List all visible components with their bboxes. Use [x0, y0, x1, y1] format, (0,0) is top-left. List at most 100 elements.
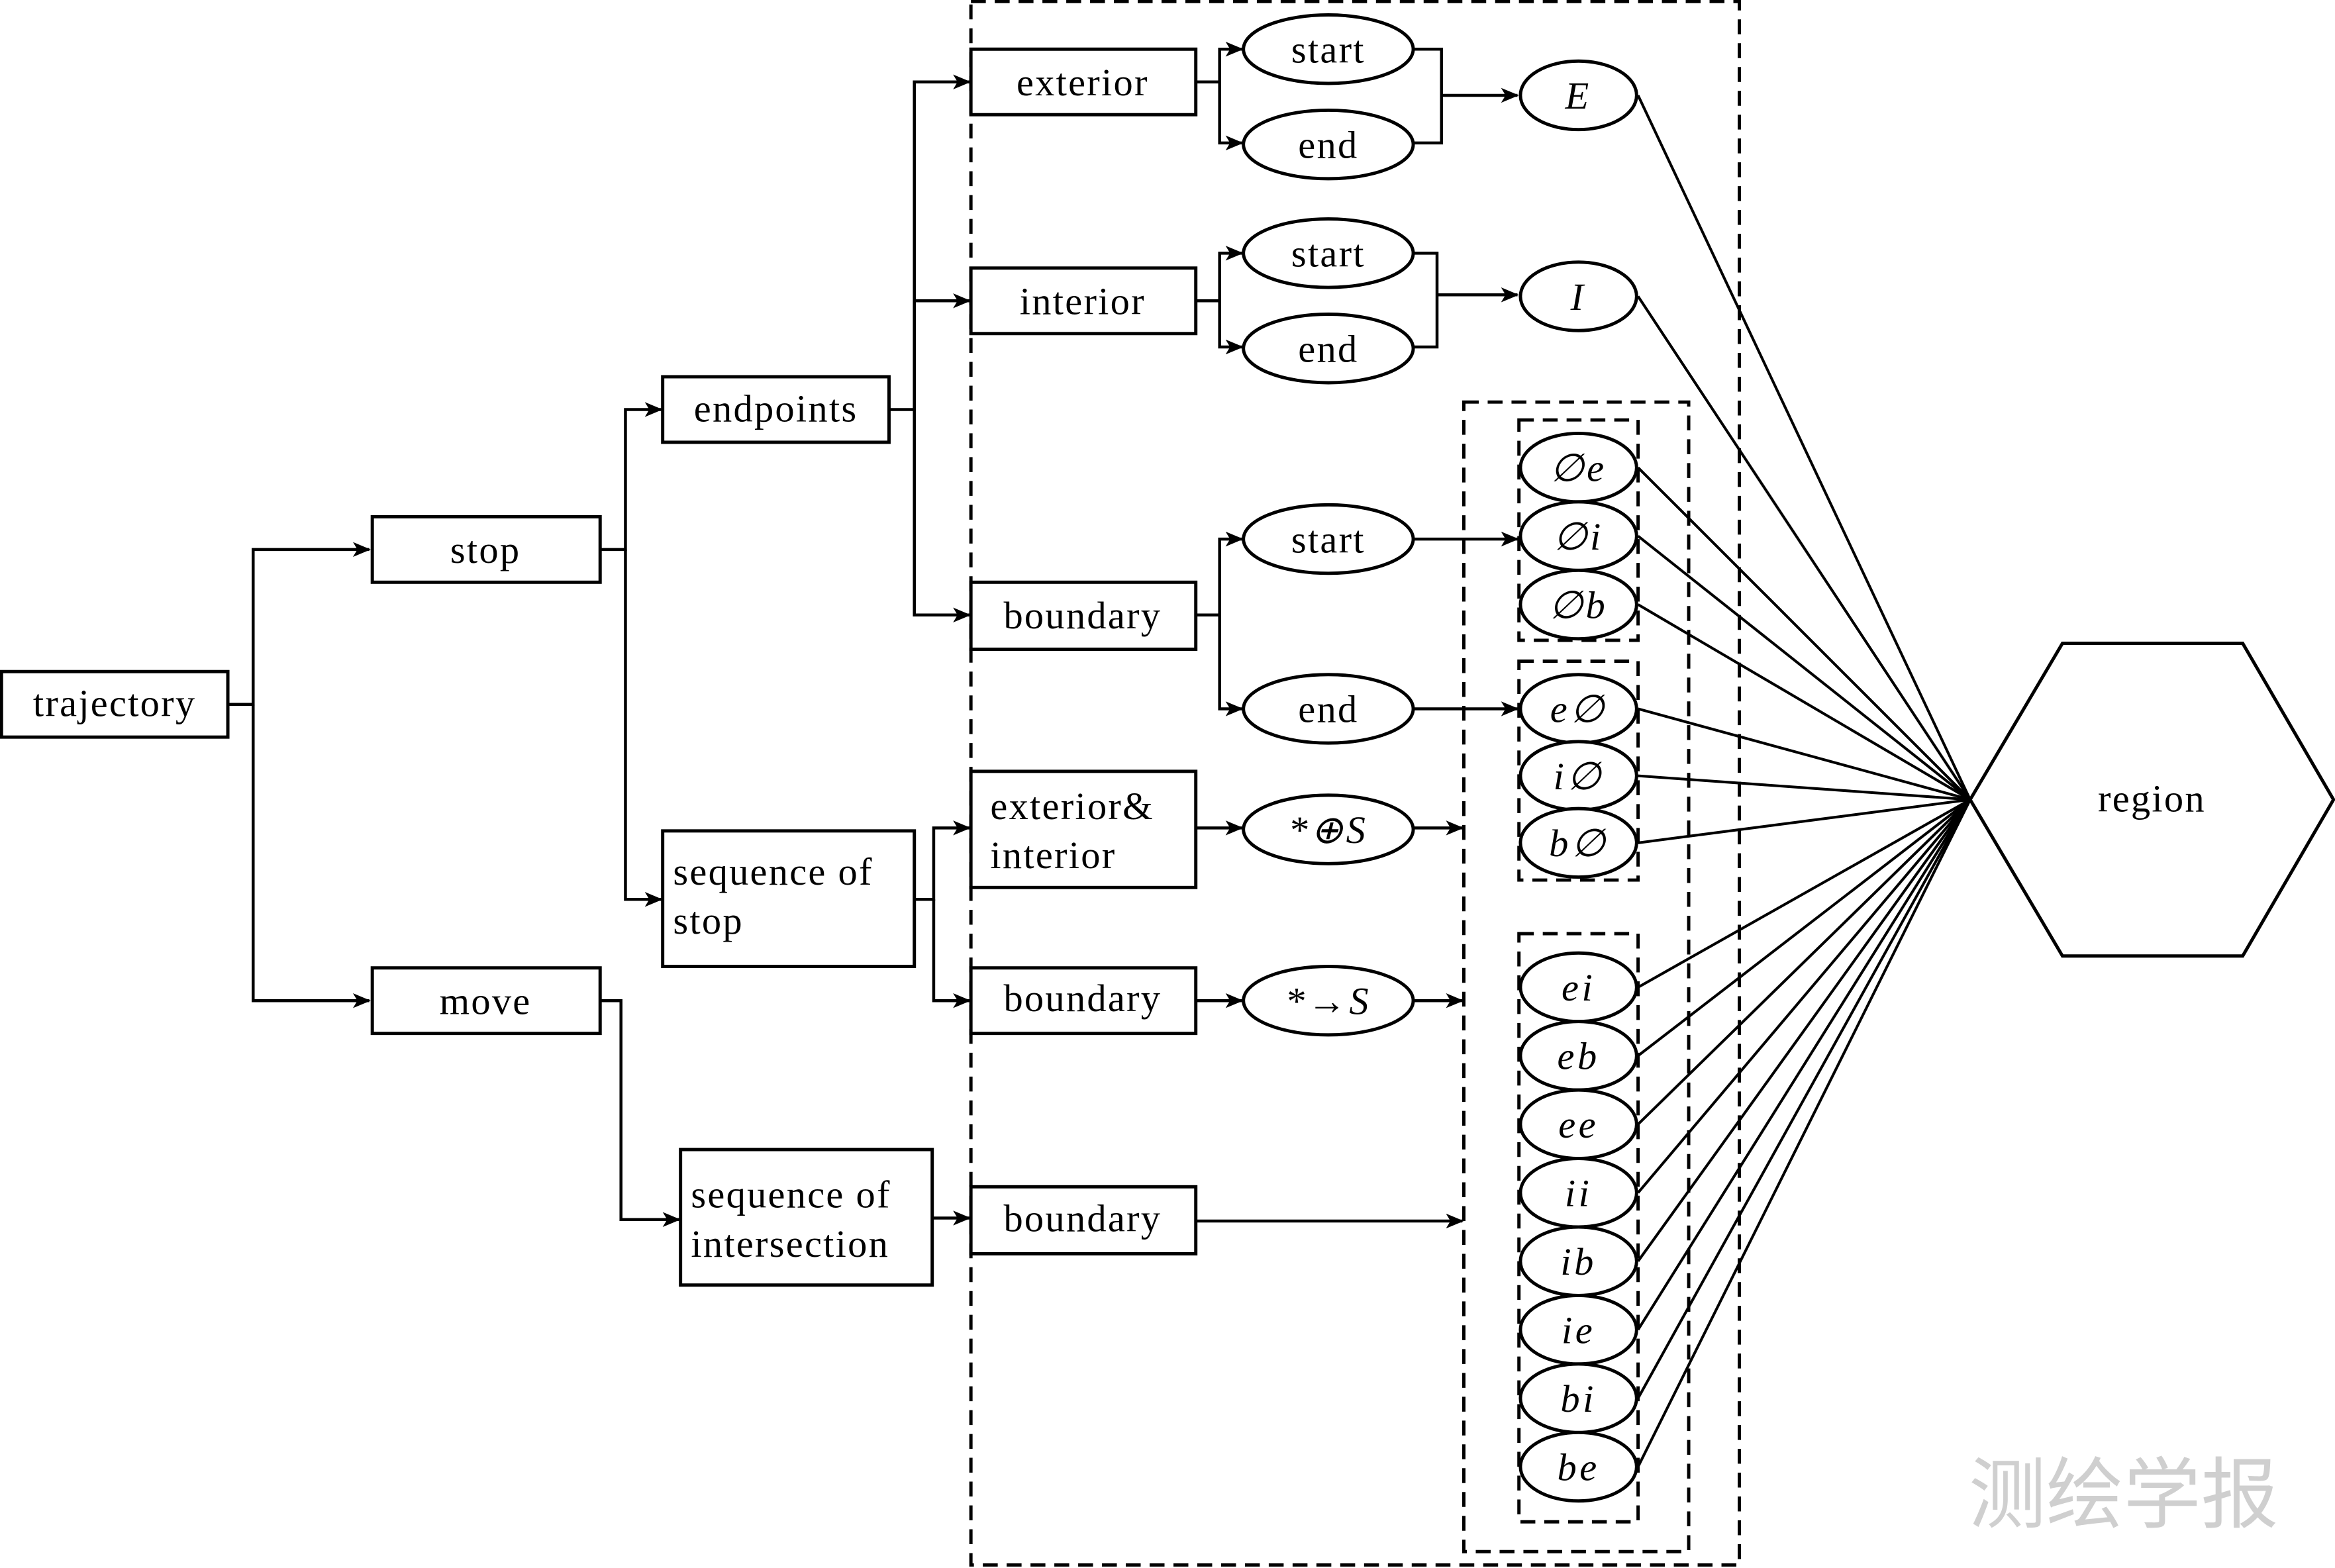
edge-stop-endpoints — [600, 402, 663, 552]
edge-bnd-start — [1195, 531, 1244, 617]
fan-line — [1638, 798, 1971, 844]
label-trajectory: trajectory — [33, 682, 196, 725]
edge-trajectory-stop — [228, 542, 371, 706]
fan-line — [1636, 799, 1971, 1262]
group-seq-container — [1517, 932, 1640, 1524]
node-interior — [969, 266, 1198, 336]
label-interior: interior — [1020, 280, 1146, 323]
watermark: 测绘学报 — [1969, 1449, 2279, 1540]
edge-bnd-end — [1218, 614, 1244, 716]
label-boundary-sos: boundary — [1003, 977, 1162, 1020]
relation-end-2 — [1518, 807, 1638, 879]
label-op-oplus: *⊕S — [1288, 808, 1368, 852]
relation-label: be — [1558, 1446, 1600, 1489]
fan-line — [1638, 707, 1971, 801]
edge-ext-start — [1195, 42, 1244, 83]
node-exterior — [969, 47, 1198, 117]
relation-label: ie — [1562, 1308, 1595, 1351]
label-ext-start: start — [1291, 28, 1366, 71]
fan-line — [1637, 535, 1971, 801]
edge-endpoints-exterior — [889, 74, 971, 411]
fan-line — [1636, 295, 1971, 801]
node-sequence-of-stop — [661, 829, 917, 968]
relation-label: ∅e — [1550, 446, 1607, 489]
fan-line — [1636, 799, 1971, 1399]
edge-move-intersection — [600, 999, 681, 1227]
relation-label: ∅b — [1549, 583, 1608, 626]
relation-label: i∅ — [1554, 755, 1604, 798]
edge-trajectory-move — [252, 704, 371, 1008]
fan-line — [1637, 603, 1971, 801]
node-endpoints — [661, 375, 891, 444]
label-boundary-soi: boundary — [1003, 1197, 1162, 1240]
node-op-oplus — [1242, 793, 1415, 865]
relation-label: b∅ — [1549, 822, 1608, 865]
node-E — [1518, 59, 1638, 132]
fan-line — [1637, 799, 1971, 1194]
label-move: move — [440, 979, 532, 1022]
node-bnd-start — [1242, 503, 1415, 575]
fan-line — [1637, 466, 1971, 801]
node-trajectory — [0, 669, 230, 739]
edge-ext-E — [1413, 48, 1517, 145]
fan-line — [1637, 798, 1971, 989]
fan-lines — [1636, 95, 1971, 1467]
label-endpoints: endpoints — [694, 387, 858, 430]
relation-start-2 — [1518, 568, 1638, 641]
label-sos-line1: sequence of — [673, 850, 873, 893]
label-boundary-endpoints: boundary — [1003, 594, 1162, 637]
relation-label: ee — [1558, 1103, 1599, 1146]
label-exterior: exterior — [1017, 61, 1149, 104]
node-boundary-soi — [969, 1185, 1198, 1255]
node-boundary-endpoints — [969, 580, 1198, 651]
edge-int-end — [1218, 301, 1244, 355]
label-E: E — [1565, 74, 1592, 117]
edge-sos-boundary — [932, 899, 971, 1008]
fan-line — [1638, 774, 1971, 801]
edge-int-I — [1413, 252, 1517, 349]
node-boundary-sos — [969, 966, 1198, 1036]
fan-line — [1636, 799, 1971, 1331]
label-sos-line2: stop — [673, 899, 743, 942]
node-bnd-end — [1242, 673, 1415, 745]
label-extint-line2: interior — [990, 834, 1116, 877]
node-sequence-of-intersection — [679, 1148, 934, 1287]
label-ext-end: end — [1298, 123, 1358, 166]
fan-line — [1636, 95, 1971, 801]
label-int-start: start — [1291, 232, 1366, 275]
edge-int-start — [1195, 246, 1244, 303]
edge-stop-sequence — [624, 549, 663, 907]
fan-line — [1636, 799, 1971, 1467]
relation-label: ib — [1560, 1240, 1596, 1283]
group-start-container — [1517, 418, 1640, 642]
relation-label: ∅i — [1554, 515, 1604, 558]
node-stop — [370, 514, 602, 584]
fan-line — [1637, 799, 1971, 1126]
node-int-end — [1242, 313, 1415, 385]
node-ext-end — [1242, 108, 1415, 181]
label-I: I — [1570, 275, 1587, 318]
relation-label: eb — [1558, 1035, 1600, 1078]
label-op-arrow: *→S — [1285, 979, 1371, 1022]
label-soi-line1: sequence of — [691, 1173, 891, 1216]
label-soi-line2: intersection — [691, 1222, 889, 1265]
relation-label: e∅ — [1550, 688, 1607, 731]
node-int-start — [1242, 217, 1415, 289]
fan-line — [1637, 799, 1971, 1057]
edge-sos-extint — [914, 820, 971, 901]
label-region: region — [2098, 777, 2206, 820]
node-op-arrow — [1242, 964, 1415, 1037]
relation-label: ii — [1565, 1172, 1592, 1215]
relation-label: bi — [1560, 1377, 1596, 1420]
inner-dashed-container — [1462, 400, 1691, 1553]
node-exterior-interior — [969, 769, 1198, 889]
node-move — [370, 966, 602, 1036]
label-bnd-start: start — [1291, 518, 1366, 561]
node-I — [1518, 260, 1638, 332]
group-end-container — [1517, 660, 1640, 882]
node-ext-start — [1242, 13, 1415, 85]
node-region — [1968, 642, 2335, 958]
edge-ext-end — [1218, 81, 1244, 151]
